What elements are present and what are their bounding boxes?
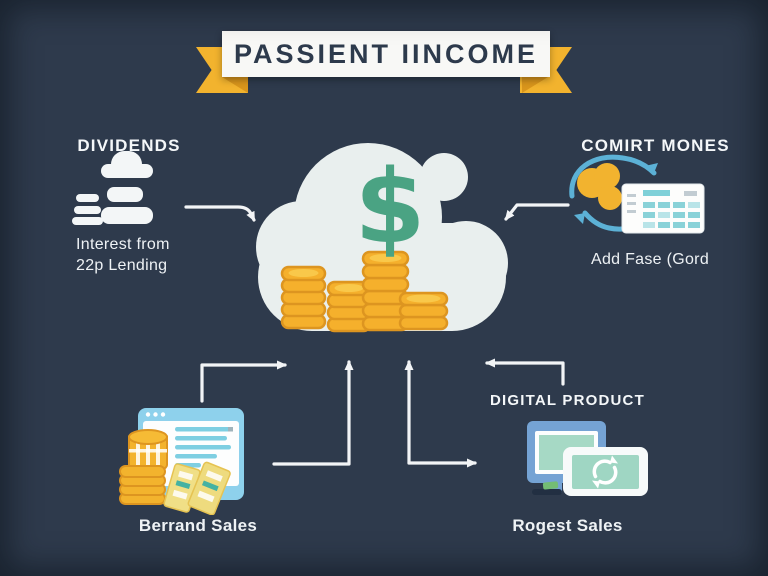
- arrow-brand-up-right: [200, 360, 287, 403]
- digital-product-heading: DIGITAL PRODUCT: [490, 392, 645, 409]
- commit-mones-heading: COMIRT MONES: [581, 136, 730, 155]
- page-title: PASSIENT IINCOME: [233, 38, 539, 69]
- tablet-refresh-icon: [563, 447, 648, 496]
- coin-discs-icon: [119, 465, 166, 505]
- dollar-icon: $: [355, 148, 426, 267]
- spreadsheet-icon: [621, 183, 705, 234]
- coins-sync-spreadsheet-icon: [569, 154, 705, 234]
- commit-mones-caption: Add Fase (Gord: [590, 251, 710, 268]
- arrow-dividends-to-cloud: [184, 205, 256, 222]
- refresh-icon: [592, 455, 618, 489]
- coin-cluster-icon: [577, 163, 622, 210]
- stacked-coins-icon: [70, 148, 162, 228]
- arrow-brand-to-cloud: [272, 360, 354, 466]
- digital-product-caption: Rogest Sales: [512, 516, 623, 535]
- brand-sales-caption: Berrand Sales: [138, 516, 258, 535]
- dividends-heading: DIVIDENDS: [77, 136, 181, 155]
- dividends-caption: Interest from 22p Lending: [76, 234, 170, 276]
- title-banner: PASSIENT IINCOME: [222, 31, 550, 77]
- dividends-caption-line1: Interest from: [76, 236, 170, 253]
- arrow-digital-to-cloud: [485, 358, 565, 386]
- coin-cylinder-icon: [128, 429, 168, 473]
- money-cloud-icon: $: [256, 143, 508, 333]
- coin-stacks: [280, 250, 449, 333]
- browser-coins-tickets-icon: [119, 408, 244, 515]
- tickets-icon: [163, 461, 231, 515]
- dividends-caption-line2: 22p Lending: [76, 257, 168, 274]
- monitor-tablet-refresh-icon: [527, 421, 648, 496]
